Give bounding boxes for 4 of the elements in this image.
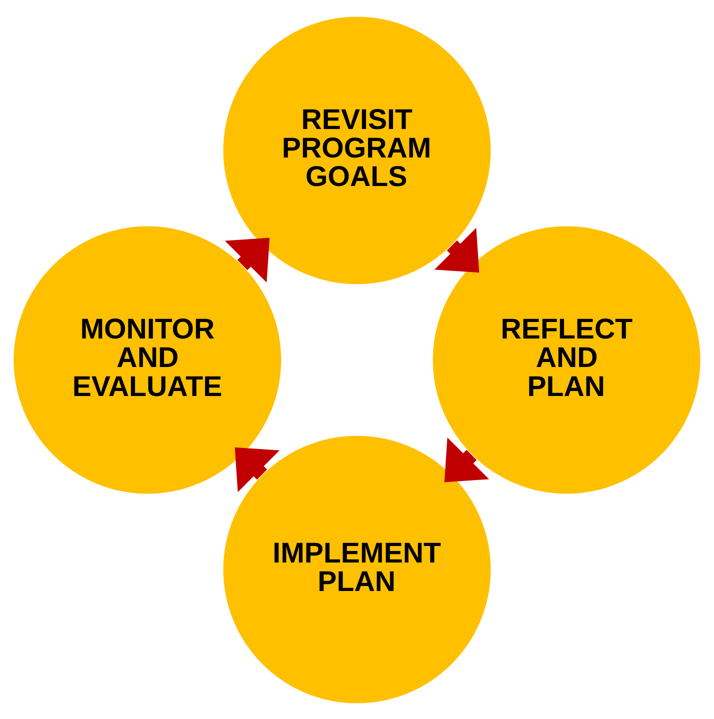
arrow (234, 446, 280, 492)
arrow (444, 436, 490, 482)
arrow (224, 237, 270, 282)
arrow (434, 227, 480, 272)
